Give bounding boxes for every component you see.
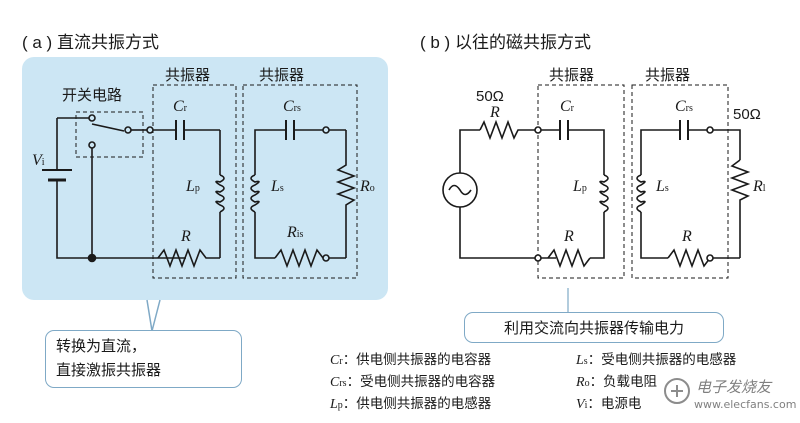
- load-impedance: 50Ω: [733, 106, 761, 123]
- component-ls: Ls: [271, 178, 284, 195]
- legend-item: Ro：负载电阻: [576, 374, 658, 390]
- resonator-box-a1: [152, 84, 237, 279]
- component-vi: Vi: [32, 152, 45, 169]
- watermark-logo: 电子发烧友 www.elecfans.com: [662, 372, 796, 418]
- resonator-label-a2: 共振器: [259, 67, 305, 84]
- component-lp-b: Lp: [573, 178, 587, 195]
- legend-item: Vi：电源电: [576, 396, 642, 412]
- resonator-label-b1: 共振器: [549, 67, 595, 84]
- component-cr: Cr: [173, 98, 188, 115]
- callout-dc-direct: 转换为直流， 直接激振共振器: [45, 330, 242, 388]
- component-rl-b: Rl: [753, 178, 766, 195]
- legend-right: Ls：受电侧共振器的电感器 Ro：负载电阻 Vi：电源电: [576, 350, 736, 416]
- callout-dc-line1: 转换为直流，: [56, 338, 147, 355]
- watermark-icon: [664, 378, 690, 404]
- component-r-b1: R: [564, 228, 574, 245]
- resonator-box-b2: [631, 84, 729, 279]
- legend-item: Ls：受电侧共振器的电感器: [576, 352, 737, 368]
- resonator-box-b1: [537, 84, 625, 279]
- component-ls-b: Ls: [656, 178, 669, 195]
- component-cr-b: Cr: [560, 98, 575, 115]
- component-ro: Ro: [360, 178, 375, 195]
- callout-ac-transfer: 利用交流向共振器传输电力: [464, 312, 724, 343]
- watermark-url: www.elecfans.com: [694, 398, 797, 411]
- resonator-box-a2: [242, 84, 358, 279]
- panel-a-title: ( a ) 直流共振方式: [22, 33, 159, 52]
- callout-dc-line2: 直接激振共振器: [56, 362, 162, 379]
- panel-b-title: ( b ) 以往的磁共振方式: [420, 33, 591, 52]
- source-impedance: 50Ω: [476, 88, 504, 105]
- component-crs-b: Crs: [675, 98, 693, 115]
- legend-item: Lp：供电侧共振器的电感器: [330, 396, 492, 412]
- legend-left: Cr：供电侧共振器的电容器 Crs：受电侧共振器的电容器 Lp：供电侧共振器的电…: [330, 350, 495, 416]
- watermark-cn: 电子发烧友: [696, 378, 772, 396]
- component-r-src: R: [490, 104, 500, 121]
- switch-circuit-label: 开关电路: [62, 87, 123, 104]
- component-r-b2: R: [682, 228, 692, 245]
- component-crs: Crs: [283, 98, 301, 115]
- legend-item: Cr：供电侧共振器的电容器: [330, 352, 492, 368]
- resonator-label-a1: 共振器: [165, 67, 211, 84]
- component-r-a: R: [181, 228, 191, 245]
- resonator-label-b2: 共振器: [645, 67, 691, 84]
- component-lp: Lp: [186, 178, 200, 195]
- component-ris: Ris: [287, 224, 304, 241]
- legend-item: Crs：受电侧共振器的电容器: [330, 374, 496, 390]
